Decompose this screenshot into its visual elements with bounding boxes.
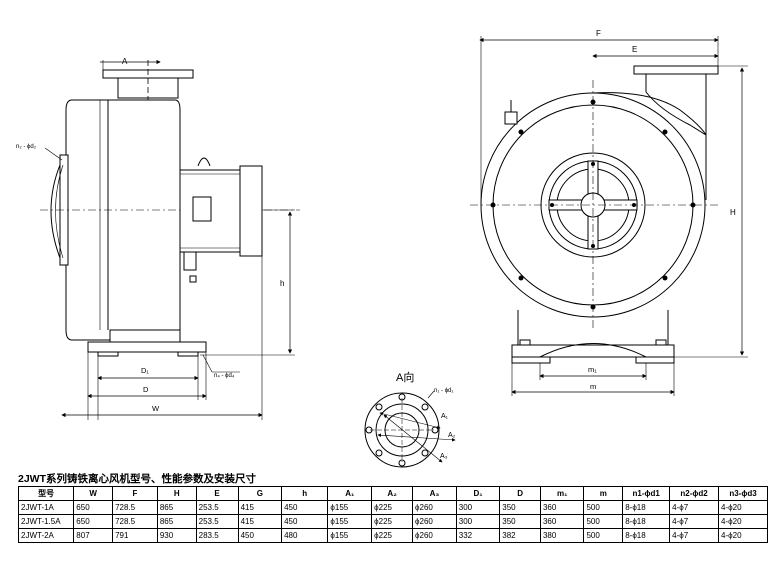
table-cell: 500 [583, 500, 624, 515]
table-cell: 332 [455, 528, 501, 543]
table-cell: 380 [539, 528, 585, 543]
table-cell: 2JWT-2A [17, 528, 75, 543]
table-cell: 350 [499, 500, 541, 515]
dim-A-label: A [122, 57, 128, 66]
table-cell: 350 [499, 514, 541, 529]
table-cell: ϕ155 [327, 528, 373, 543]
table-cell: 4-ϕ20 [718, 528, 768, 543]
dim-m1-label: m₁ [588, 365, 597, 374]
table-cell: ϕ225 [371, 528, 414, 543]
table-cell: 360 [539, 514, 585, 529]
table-header-cell: D₁ [455, 486, 501, 501]
table-header-cell: 型号 [17, 486, 75, 501]
dim-A3-label: A₃ [440, 453, 448, 460]
dim-W-label: W [152, 404, 160, 413]
table-cell: 253.5 [195, 514, 239, 529]
table-header-cell: n3-ϕd3 [718, 486, 768, 501]
table-cell: 865 [156, 514, 197, 529]
table-cell: 415 [237, 514, 283, 529]
dim-h-label: h [280, 279, 284, 288]
n1d1-label: n₁ - ϕd₁ [434, 388, 453, 394]
front-view [470, 36, 748, 396]
table-header-cell: A₃ [412, 486, 457, 501]
table-header-cell: A₂ [371, 486, 414, 501]
table-header-cell: F [112, 486, 158, 501]
n4d4-label: n₄ - ϕd₄ [214, 373, 235, 379]
dim-F-label: F [596, 29, 601, 38]
table-cell: 2JWT-1A [17, 500, 75, 515]
table-cell: 728.5 [112, 500, 158, 515]
table-cell: 4-ϕ7 [669, 500, 720, 515]
table-header-cell: A₁ [327, 486, 373, 501]
table-header-cell: D [499, 486, 541, 501]
table-cell: 930 [156, 528, 197, 543]
n2d2-label: n₂ - ϕd₂ [16, 144, 37, 150]
table-cell: 450 [237, 528, 283, 543]
table-cell: 382 [499, 528, 541, 543]
table-cell: 450 [281, 514, 329, 529]
table-cell: 283.5 [195, 528, 239, 543]
dim-A1-label: A₁ [441, 413, 449, 420]
side-view [40, 59, 300, 420]
table-cell: ϕ260 [412, 514, 457, 529]
table-cell: 2JWT-1.5A [17, 514, 75, 529]
dim-D1-label: D₁ [141, 366, 149, 375]
table-cell: 8-ϕ18 [622, 514, 671, 529]
table-cell: ϕ260 [412, 500, 457, 515]
flange-view [364, 390, 456, 468]
table-cell: 500 [583, 528, 624, 543]
table-cell: 807 [73, 528, 114, 543]
table-header-cell: h [281, 486, 329, 501]
table-cell: 360 [539, 500, 585, 515]
table-cell: 650 [73, 514, 114, 529]
table-cell: 650 [73, 500, 114, 515]
table-cell: 4-ϕ7 [669, 528, 720, 543]
table-cell: 450 [281, 500, 329, 515]
table-cell: 500 [583, 514, 624, 529]
dim-A2-label: A₂ [448, 432, 456, 439]
table-cell: 415 [237, 500, 283, 515]
table-header-cell: E [195, 486, 239, 501]
table-cell: ϕ225 [371, 514, 414, 529]
dim-H-label: H [730, 208, 736, 217]
table-cell: 480 [281, 528, 329, 543]
table-cell: 253.5 [195, 500, 239, 515]
table-header-cell: G [237, 486, 283, 501]
flange-view-title: A向 [396, 370, 414, 384]
table-cell: 728.5 [112, 514, 158, 529]
table-cell: 8-ϕ18 [622, 500, 671, 515]
table-header-cell: W [73, 486, 114, 501]
table-header-cell: H [156, 486, 197, 501]
table-cell: 8-ϕ18 [622, 528, 671, 543]
dim-D-label: D [143, 385, 149, 394]
table-cell: 4-ϕ20 [718, 500, 768, 515]
table-header-cell: n2-ϕd2 [669, 486, 720, 501]
table-header-cell: m [583, 486, 624, 501]
table-cell: 865 [156, 500, 197, 515]
table-cell: 4-ϕ7 [669, 514, 720, 529]
table-header-cell: m₁ [539, 486, 585, 501]
table-cell: ϕ155 [327, 514, 373, 529]
technical-drawing: A n₂ - ϕd₂ n₄ - ϕd₄ h D₁ D W [16, 29, 748, 468]
table-cell: 300 [455, 514, 501, 529]
table-caption: 2JWT系列铸铁离心风机型号、性能参数及安装尺寸 [18, 473, 257, 485]
table-cell: ϕ225 [371, 500, 414, 515]
table-cell: ϕ155 [327, 500, 373, 515]
dim-E-label: E [632, 45, 637, 54]
table-cell: ϕ260 [412, 528, 457, 543]
table-cell: 300 [455, 500, 501, 515]
table-cell: 4-ϕ20 [718, 514, 768, 529]
dim-m-label: m [590, 382, 596, 391]
table-cell: 791 [112, 528, 158, 543]
table-header-cell: n1-ϕd1 [622, 486, 671, 501]
